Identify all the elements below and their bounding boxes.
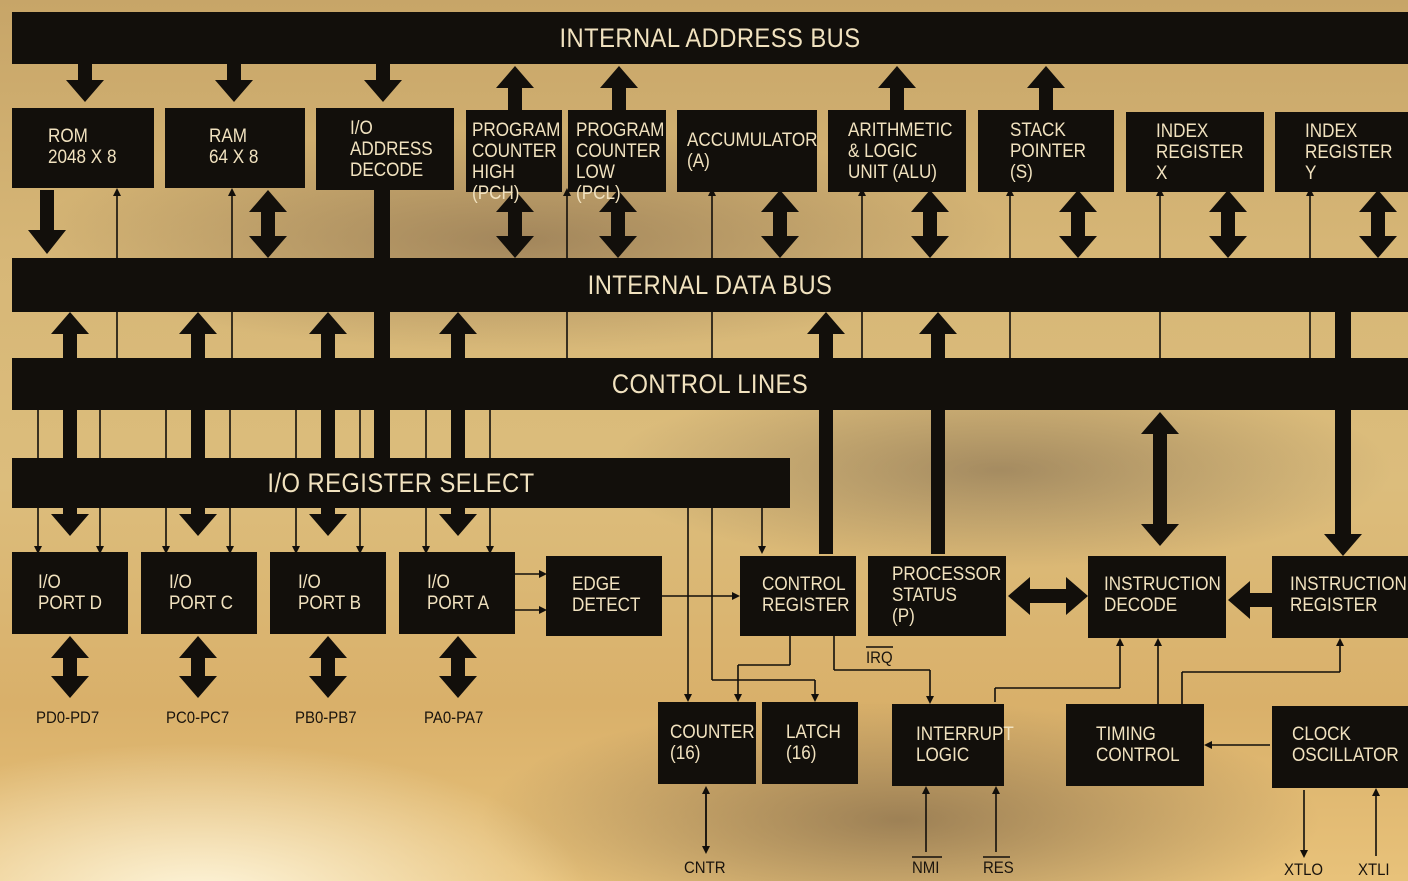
edge-detect-label: EDGE DETECT <box>572 574 641 616</box>
io-register-select-bus: I/O REGISTER SELECT <box>12 458 790 508</box>
instruction-register-block: INSTRUCTION REGISTER <box>1272 556 1408 638</box>
control-lines-bus: CONTROL LINES <box>12 358 1408 410</box>
instruction-decode-label: INSTRUCTION DECODE <box>1104 574 1221 616</box>
io-select-label: I/O REGISTER SELECT <box>267 467 535 498</box>
pin-res: RES <box>983 858 1014 877</box>
pcl-label: PROGRAM COUNTER LOW (PCL) <box>576 120 665 204</box>
control-register-label: CONTROL REGISTER <box>762 574 850 616</box>
accumulator-label: ACCUMULATOR (A) <box>687 130 818 172</box>
internal-data-bus: INTERNAL DATA BUS <box>12 258 1408 312</box>
interrupt-logic-label: INTERRUPT LOGIC <box>916 724 1014 766</box>
index-y-label: INDEX REGISTER Y <box>1305 121 1393 184</box>
index-x-label: INDEX REGISTER X <box>1156 121 1244 184</box>
processor-status-block: PROCESSOR STATUS (P) <box>868 556 1006 636</box>
pin-nmi: NMI <box>912 858 940 877</box>
io-address-decode-block: I/O ADDRESS DECODE <box>316 108 454 190</box>
latch-block: LATCH (16) <box>762 702 858 784</box>
pch-block: PROGRAM COUNTER HIGH (PCH) <box>466 110 562 204</box>
interrupt-logic-block: INTERRUPT LOGIC <box>892 704 1014 786</box>
pin-xtlo: XTLO <box>1284 860 1324 879</box>
timing-control-block: TIMING CONTROL <box>1066 704 1204 786</box>
pin-irq: IRQ <box>866 648 893 667</box>
rom-block: ROM 2048 X 8 <box>12 108 154 188</box>
io-port-d-block: I/O PORT D <box>12 552 128 634</box>
processor-status-label: PROCESSOR STATUS (P) <box>892 564 1002 627</box>
counter-block: COUNTER (16) <box>658 702 756 784</box>
edge-detect-block: EDGE DETECT <box>546 556 662 636</box>
timing-control-label: TIMING CONTROL <box>1096 724 1180 766</box>
pin-pc: PC0-PC7 <box>166 708 230 727</box>
io-port-c-block: I/O PORT C <box>141 552 257 634</box>
io-port-b-block: I/O PORT B <box>270 552 386 634</box>
ram-label: RAM 64 X 8 <box>209 126 259 168</box>
pch-label: PROGRAM COUNTER HIGH (PCH) <box>472 120 561 204</box>
data-bus-label: INTERNAL DATA BUS <box>587 269 833 300</box>
stack-pointer-block: STACK POINTER (S) <box>978 110 1114 192</box>
alu-block: ARITHMETIC & LOGIC UNIT (ALU) <box>828 110 966 192</box>
io-port-a-block: I/O PORT A <box>399 552 515 634</box>
alu-label: ARITHMETIC & LOGIC UNIT (ALU) <box>848 120 953 183</box>
pin-pb: PB0-PB7 <box>295 708 357 727</box>
port-b-label: I/O PORT B <box>298 572 362 614</box>
clock-oscillator-block: CLOCK OSCILLATOR <box>1272 706 1408 788</box>
stack-pointer-label: STACK POINTER (S) <box>1010 120 1087 183</box>
address-bus-label: INTERNAL ADDRESS BUS <box>559 22 861 53</box>
pcl-block: PROGRAM COUNTER LOW (PCL) <box>568 110 666 204</box>
port-c-label: I/O PORT C <box>169 572 233 614</box>
control-lines-label: CONTROL LINES <box>611 368 809 399</box>
port-a-label: I/O PORT A <box>427 572 490 614</box>
ram-block: RAM 64 X 8 <box>165 108 305 188</box>
port-d-label: I/O PORT D <box>38 572 102 614</box>
control-register-block: CONTROL REGISTER <box>740 556 856 636</box>
rom-label: ROM 2048 X 8 <box>48 126 117 168</box>
index-register-y-block: INDEX REGISTER Y <box>1275 112 1408 192</box>
io-decode-label: I/O ADDRESS DECODE <box>350 118 433 181</box>
internal-address-bus: INTERNAL ADDRESS BUS <box>12 12 1408 64</box>
index-register-x-block: INDEX REGISTER X <box>1126 112 1264 192</box>
clock-oscillator-label: CLOCK OSCILLATOR <box>1292 724 1399 766</box>
counter-label: COUNTER (16) <box>670 722 755 764</box>
instruction-register-label: INSTRUCTION REGISTER <box>1290 574 1407 616</box>
pin-cntr: CNTR <box>684 858 726 877</box>
latch-label: LATCH (16) <box>786 722 841 764</box>
pin-pa: PA0-PA7 <box>424 708 484 727</box>
pin-xtli: XTLI <box>1358 860 1390 879</box>
pin-pd: PD0-PD7 <box>36 708 100 727</box>
accumulator-block: ACCUMULATOR (A) <box>677 110 817 192</box>
instruction-decode-block: INSTRUCTION DECODE <box>1088 556 1226 638</box>
